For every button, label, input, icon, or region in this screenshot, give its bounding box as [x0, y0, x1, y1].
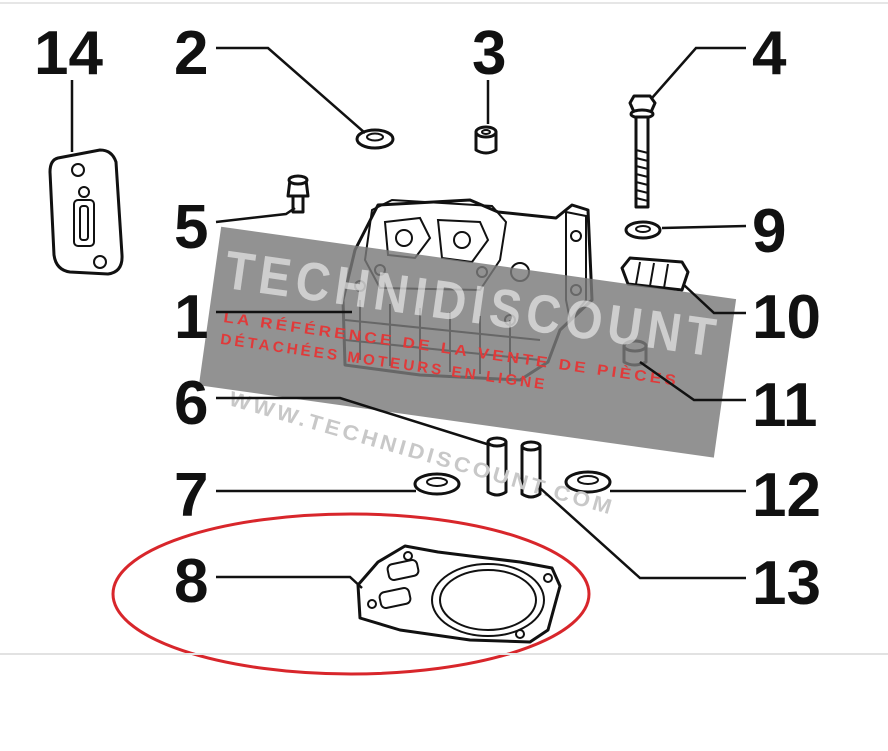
leader-4	[651, 46, 746, 99]
callout-7: 7	[174, 461, 208, 530]
watermark: TECHNIDISCOUNT LA RÉFÉRENCE DE LA VENTE …	[198, 226, 737, 458]
part-2-washer	[355, 128, 395, 150]
callout-2: 2	[174, 19, 208, 88]
callout-3: 3	[472, 19, 506, 88]
leader-9	[661, 224, 747, 230]
callout-11: 11	[752, 371, 818, 440]
leader-2	[216, 46, 366, 134]
leader-6	[216, 396, 491, 447]
leader-lines	[70, 46, 747, 589]
part-6-valve-guide	[486, 436, 508, 497]
part-14-intake-spacer	[48, 148, 124, 276]
part-13-valve-guide	[520, 440, 542, 499]
callout-4: 4	[752, 19, 787, 88]
part-12-washer	[564, 470, 612, 494]
callout-9: 9	[752, 197, 786, 266]
callout-14: 14	[34, 19, 103, 88]
callout-12: 12	[752, 461, 821, 530]
part-4-head-bolt	[628, 94, 657, 209]
callout-13: 13	[752, 549, 821, 618]
callout-6: 6	[174, 369, 208, 438]
leader-8	[216, 575, 363, 589]
leader-10	[683, 284, 746, 315]
part-3-valve-seal	[474, 125, 498, 155]
highlight-ellipse-part-8	[111, 512, 591, 676]
part-8-head-gasket	[356, 544, 562, 644]
callout-numbers: 14 2 3 4 5 9 1 10 6 11 7 12 8 13	[34, 19, 821, 618]
part-7-washer	[413, 472, 461, 496]
part-9-washer	[624, 220, 662, 240]
callout-1: 1	[174, 283, 208, 352]
leader-5	[215, 206, 296, 224]
callout-8: 8	[174, 547, 208, 616]
callout-10: 10	[752, 283, 821, 352]
watermark-band	[198, 226, 737, 458]
leader-11	[639, 360, 746, 402]
leader-13	[539, 487, 746, 580]
part-5-screw	[286, 174, 310, 214]
callout-5: 5	[174, 193, 208, 262]
